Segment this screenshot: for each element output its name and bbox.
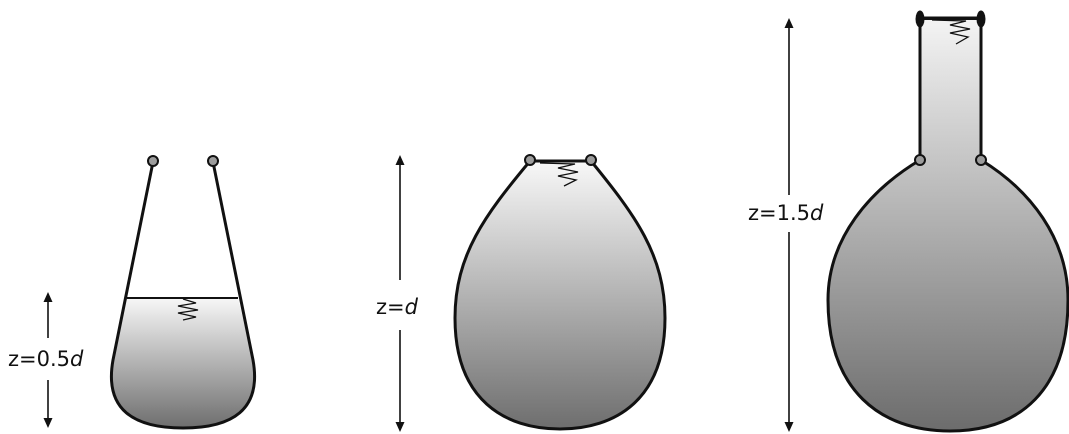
- anchor-point-right: [585, 154, 597, 166]
- drop-body: [453, 159, 667, 431]
- height-arrow: [43, 292, 53, 428]
- film-outline: [110, 161, 256, 430]
- anchor-point-right: [975, 154, 987, 166]
- spring-icon: [177, 298, 199, 321]
- height-label: z=d: [376, 295, 419, 319]
- anchor-point-left: [524, 154, 536, 166]
- top-anchor-left: [915, 10, 925, 28]
- height-label: z=1.5d: [748, 201, 824, 225]
- height-label: z=0.5d: [8, 347, 84, 371]
- panel-one-and-half-depth: z=1.5d: [748, 10, 1069, 433]
- panel-half-depth: z=0.5d: [8, 155, 256, 430]
- anchor-point-right: [207, 155, 219, 167]
- liquid-fill: [111, 298, 255, 428]
- panel-full-depth: z=d: [376, 154, 667, 432]
- top-anchor-right: [976, 10, 986, 28]
- spring-icon: [931, 19, 971, 45]
- spring-icon: [539, 162, 579, 187]
- flask-body: [826, 16, 1069, 433]
- height-arrow: [395, 155, 405, 432]
- anchor-point-left: [147, 155, 159, 167]
- anchor-point-left: [914, 154, 926, 166]
- height-arrow: [784, 18, 794, 432]
